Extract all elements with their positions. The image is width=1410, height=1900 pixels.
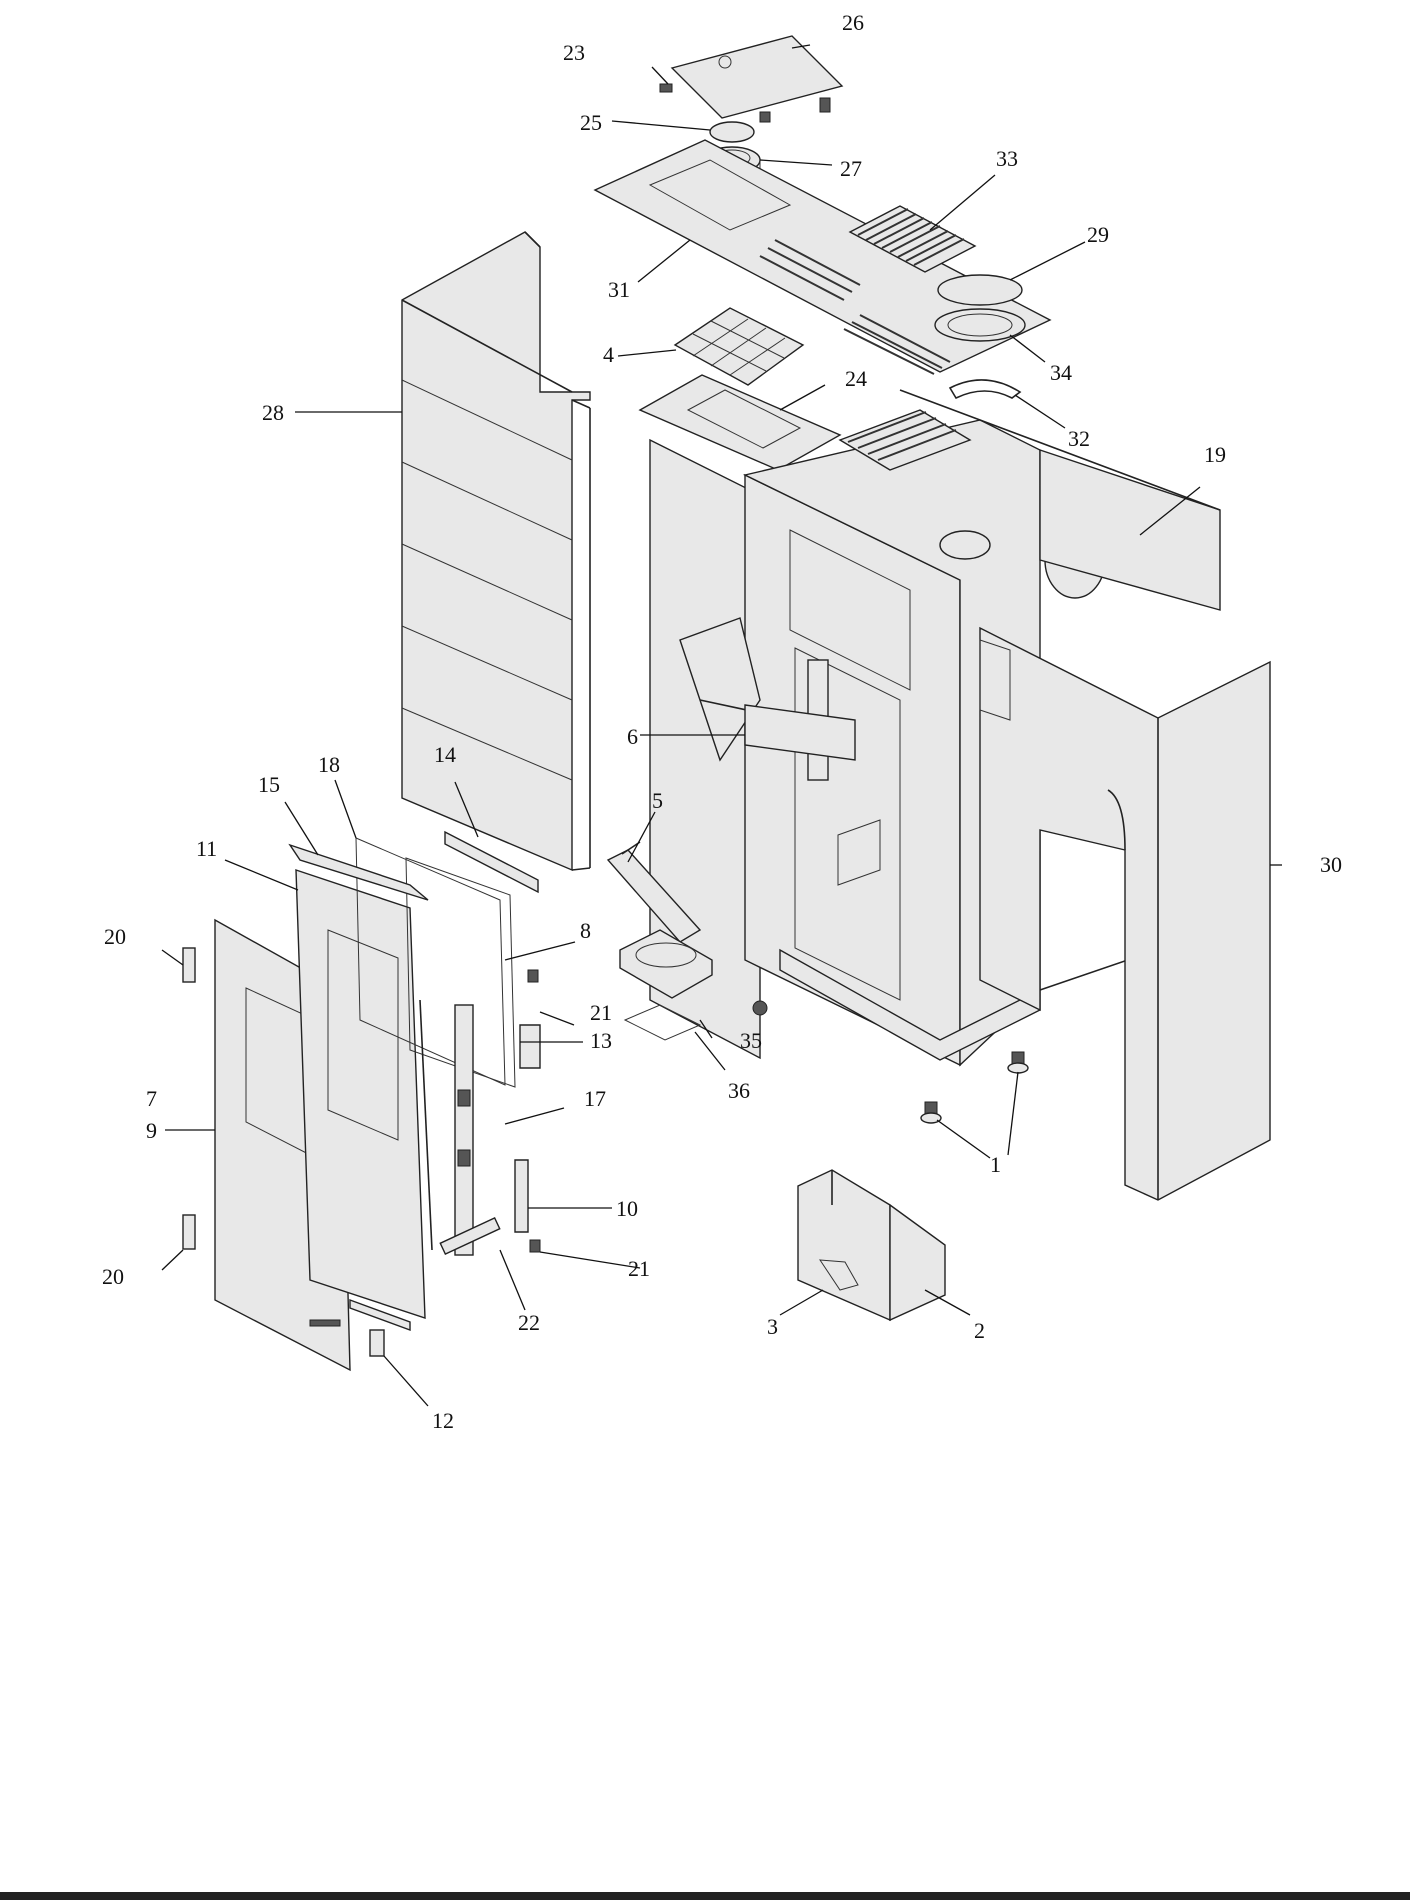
callout-2: 2 — [974, 1318, 985, 1343]
callout-19: 19 — [1204, 442, 1226, 467]
callout-35: 35 — [740, 1028, 762, 1053]
callout-21b: 21 — [628, 1256, 650, 1281]
callout-6: 6 — [627, 724, 638, 749]
callout-8: 8 — [580, 918, 591, 943]
callout-31: 31 — [608, 277, 630, 302]
bracket-32-part — [948, 379, 1022, 400]
feet-part — [920, 1051, 1029, 1124]
leader-lines — [161, 44, 1282, 1407]
callout-36: 36 — [728, 1078, 750, 1103]
callout-21a: 21 — [590, 1000, 612, 1025]
left-side-panel-part — [401, 231, 591, 872]
callout-34: 34 — [1050, 360, 1072, 385]
top-plate-part — [593, 139, 1052, 375]
callout-4: 4 — [603, 342, 614, 367]
burn-pot-part — [619, 929, 768, 1041]
callout-23: 23 — [563, 40, 585, 65]
callout-7: 7 — [146, 1086, 157, 1111]
small-brackets-part — [182, 830, 541, 1357]
main-body-part — [638, 374, 1231, 1067]
callout-14: 14 — [434, 742, 456, 767]
callout-22: 22 — [518, 1310, 540, 1335]
callout-30: 30 — [1320, 852, 1342, 877]
callout-29: 29 — [1087, 222, 1109, 247]
callout-33: 33 — [996, 146, 1018, 171]
callout-17: 17 — [584, 1086, 606, 1111]
callout-32: 32 — [1068, 426, 1090, 451]
callout-20b: 20 — [102, 1264, 124, 1289]
callout-20a: 20 — [104, 924, 126, 949]
callout-13: 13 — [590, 1028, 612, 1053]
callout-5: 5 — [652, 788, 663, 813]
callout-10: 10 — [616, 1196, 638, 1221]
callout-26: 26 — [842, 10, 864, 35]
callout-27: 27 — [840, 156, 862, 181]
callout-3: 3 — [767, 1314, 778, 1339]
callout-15: 15 — [258, 772, 280, 797]
ash-drawer-part — [797, 1169, 946, 1322]
callout-25: 25 — [580, 110, 602, 135]
callout-24: 24 — [845, 366, 867, 391]
fan-discs-part — [934, 274, 1026, 342]
callout-12: 12 — [432, 1408, 454, 1433]
callouts: 26 23 25 27 33 29 31 34 4 24 32 28 19 6 … — [102, 10, 1342, 1433]
callout-9: 9 — [146, 1118, 157, 1143]
right-side-panel-part — [979, 626, 1271, 1201]
top-cover-part — [659, 35, 844, 123]
footer-bar — [0, 1892, 1410, 1900]
callout-28: 28 — [262, 400, 284, 425]
door-frame-part — [288, 837, 516, 1319]
hinge-rod-part — [439, 1004, 529, 1256]
callout-1: 1 — [990, 1152, 1001, 1177]
callout-11: 11 — [196, 836, 217, 861]
callout-18: 18 — [318, 752, 340, 777]
mesh-part — [673, 307, 805, 386]
